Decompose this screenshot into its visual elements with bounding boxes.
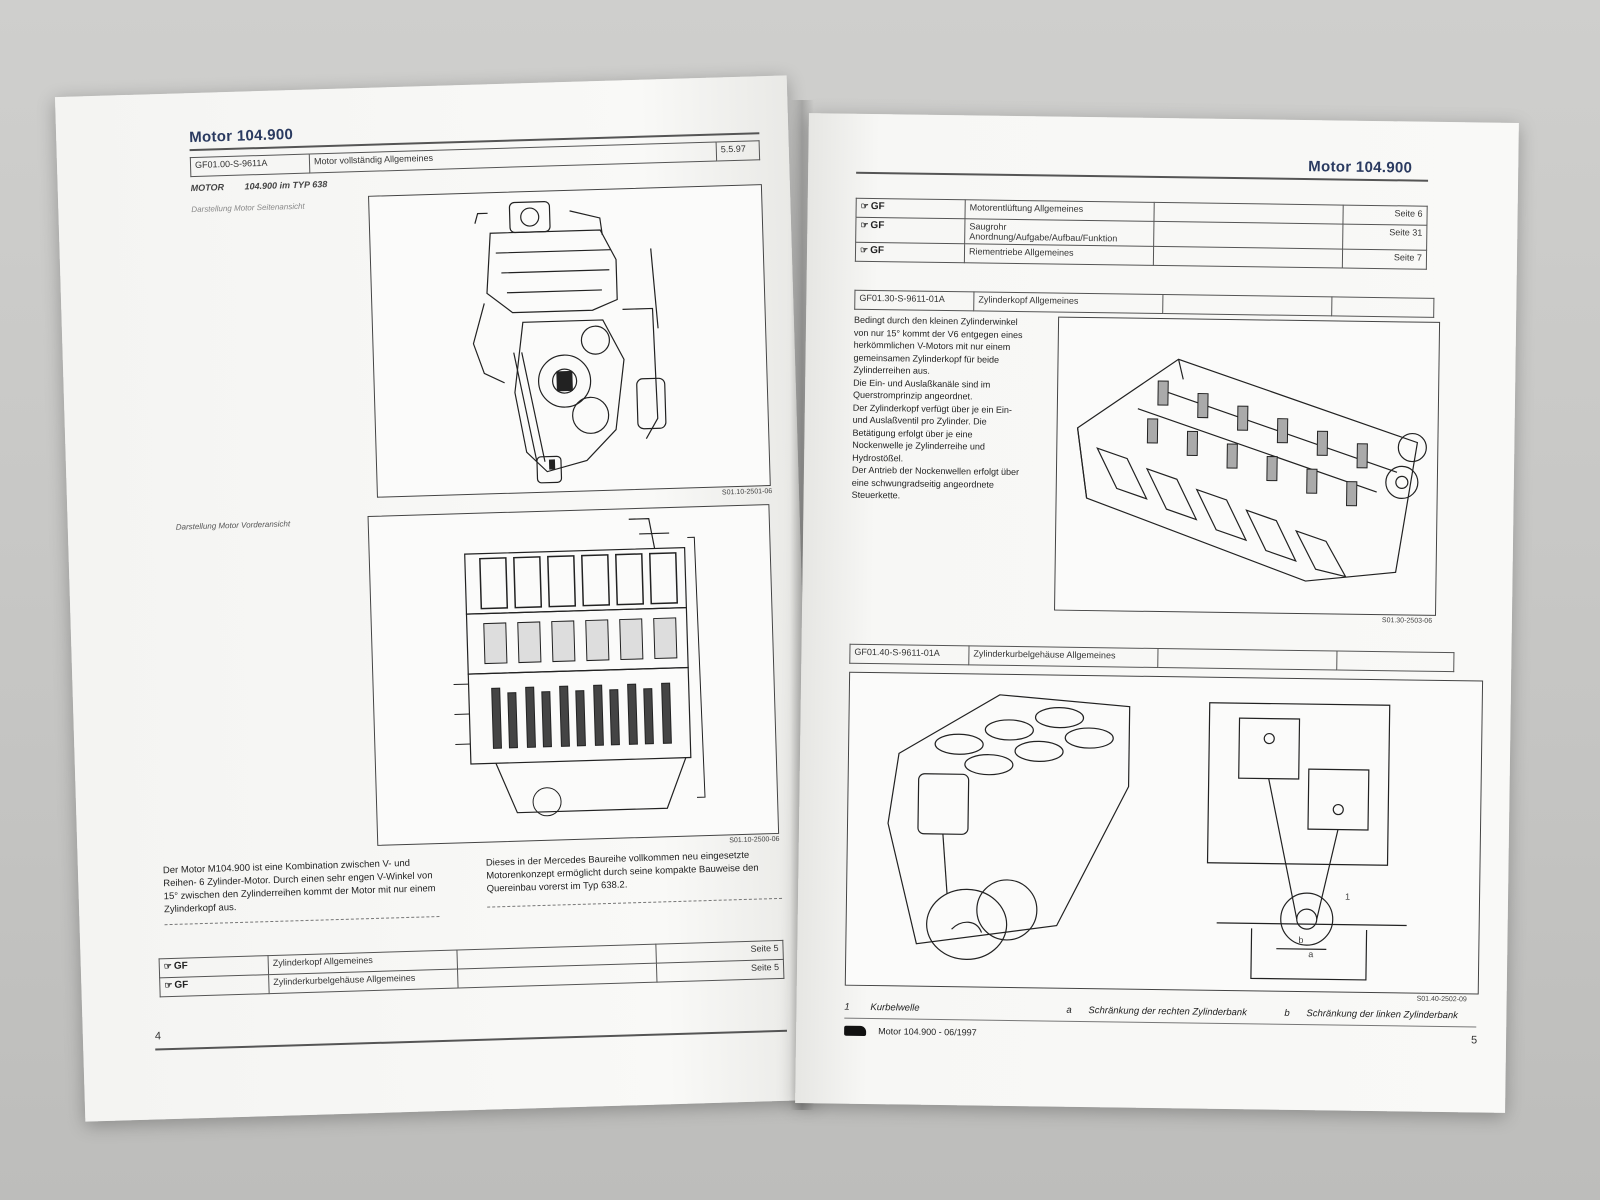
- footer-rule: [155, 1029, 788, 1051]
- reference-title: Riementriebe Allgemeines: [964, 243, 1154, 266]
- footer-text: Motor 104.900 - 06/1997: [878, 1026, 977, 1038]
- legend-key: b: [1284, 1007, 1290, 1019]
- gf-reference-icon: ☞GF: [163, 960, 188, 972]
- doc-spacer: [1336, 651, 1454, 672]
- reference-subtitle: Anordnung/Aufgabe/Aufbau/Funktion: [969, 231, 1118, 244]
- doc-code: GF01.30-S-9611-01A: [854, 290, 974, 311]
- cylinder-head-figure: [1054, 316, 1441, 616]
- reference-spacer: [1153, 221, 1343, 250]
- gf-reference-icon: ☞GF: [860, 200, 885, 213]
- reference-title: Motorentlüftung Allgemeines: [964, 199, 1155, 222]
- page-number: 4: [154, 1030, 162, 1043]
- text-right-underline: [487, 897, 783, 908]
- fig2-code: S01.10-2500-06: [729, 835, 780, 845]
- motor-value: 104.900 im TYP 638: [244, 179, 328, 192]
- doc-title: Zylinderkurbelgehäuse Allgemeines: [968, 645, 1159, 668]
- legend-text: Schränkung der linken Zylinderbank: [1306, 1008, 1459, 1022]
- doc-code: GF01.00-S-9611A: [190, 154, 310, 177]
- doc-title: Motor vollständig Allgemeines: [309, 141, 717, 174]
- gf-reference-icon: ☞GF: [859, 244, 885, 257]
- label-b: b: [1298, 935, 1304, 946]
- fig3-code: S01.30-2503-06: [1381, 617, 1433, 625]
- cylinder-head-text: Bedingt durch den kleinen Zylinderwinkel…: [851, 314, 1023, 501]
- page-title: Motor 104.900: [188, 126, 294, 147]
- label-a: a: [1308, 949, 1314, 960]
- motor-line: MOTOR 104.900 im TYP 638: [191, 179, 328, 193]
- crankcase-figure: 1 b a: [844, 671, 1484, 995]
- fig4-code: S01.40-2502-09: [1416, 995, 1467, 1004]
- right-page: Motor 104.900 ☞GF Motorentlüftung Allgem…: [795, 113, 1519, 1113]
- reference-page: Seite 6: [1342, 205, 1428, 226]
- label-1: 1: [1344, 891, 1351, 902]
- cylinder-head-code-row: GF01.30-S-9611-01A Zylinderkopf Allgemei…: [854, 290, 1434, 318]
- legend-text: Schränkung der rechten Zylinderbank: [1088, 1005, 1247, 1019]
- left-page: Motor 104.900 GF01.00-S-9611A Motor voll…: [54, 75, 818, 1122]
- page-title: Motor 104.900: [1308, 158, 1413, 177]
- fig1-caption: Darstellung Motor Seitenansicht: [191, 201, 305, 215]
- fig1-code: S01.10-2501-06: [721, 487, 773, 497]
- legend-text: Kurbelwelle: [870, 1002, 920, 1014]
- motor-label: MOTOR: [190, 182, 225, 194]
- cylinder-head-drawing: [1076, 358, 1427, 582]
- doc-code: GF01.40-S-9611-01A: [849, 644, 970, 665]
- doc-spacer: [1157, 648, 1337, 671]
- engine-front-view-drawing: [453, 518, 706, 817]
- crankcase-drawing: [887, 694, 1407, 981]
- reference-page: Seite 31: [1342, 224, 1427, 251]
- reference-page: Seite 5: [656, 959, 784, 983]
- doc-date: 5.5.97: [716, 140, 760, 161]
- intro-text-right: Dieses in der Mercedes Baureihe vollkomm…: [485, 849, 759, 895]
- doc-title: Zylinderkopf Allgemeines: [973, 291, 1163, 314]
- engine-side-view-figure: [368, 184, 771, 498]
- reference-page: Seite 7: [1342, 249, 1427, 270]
- reference-spacer: [1153, 246, 1343, 269]
- text-left-underline: [164, 916, 440, 926]
- doc-spacer: [1162, 294, 1332, 316]
- gf-reference-icon: ☞GF: [164, 979, 189, 991]
- engine-side-view-drawing: [472, 201, 667, 484]
- fig2-caption: Darstellung Motor Vorderansicht: [175, 519, 291, 532]
- doc-spacer: [1331, 296, 1434, 318]
- van-icon: [844, 1025, 867, 1036]
- right-reference-table: ☞GF Motorentlüftung Allgemeines Seite 6 …: [855, 198, 1428, 270]
- gf-reference-icon: ☞GF: [860, 219, 885, 232]
- intro-text-left: Der Motor M104.900 ist eine Kombination …: [162, 857, 436, 916]
- reference-spacer: [1153, 202, 1344, 225]
- engine-front-view-figure: [367, 504, 780, 846]
- left-reference-table: ☞GF Zylinderkopf Allgemeines Seite 5 ☞GF…: [159, 940, 785, 998]
- page-number: 5: [1470, 1034, 1478, 1047]
- legend-key: 1: [844, 1001, 850, 1013]
- legend-key: a: [1066, 1004, 1072, 1016]
- crankcase-code-row: GF01.40-S-9611-01A Zylinderkurbelgehäuse…: [849, 644, 1454, 672]
